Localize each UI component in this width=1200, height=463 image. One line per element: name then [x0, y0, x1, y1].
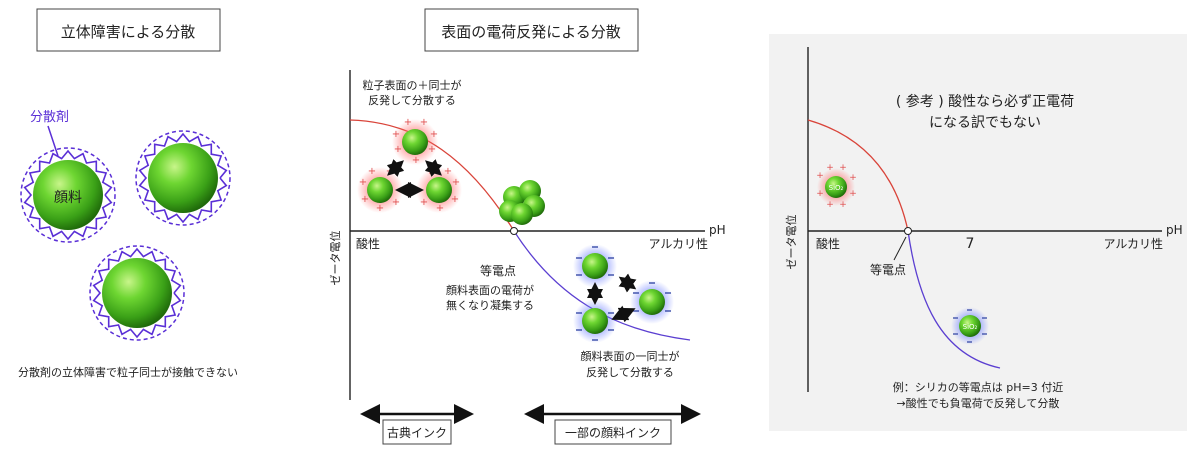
dispersant-label: 分散剤 [30, 109, 69, 125]
svg-text:+: + [826, 200, 834, 210]
svg-text:+: + [816, 171, 824, 181]
svg-text:+: + [420, 197, 428, 208]
svg-text:+: + [361, 194, 369, 205]
svg-text:+: + [376, 203, 384, 214]
svg-text:+: + [436, 203, 444, 214]
steric-particle-1: 顔料 [20, 147, 116, 243]
steric-particle-2 [135, 130, 231, 226]
panel3-iep-label: 等電点 [870, 263, 906, 277]
negative-note-line2: 反発して分散する [586, 365, 674, 379]
steric-particle-3 [89, 245, 185, 341]
svg-text:+: + [839, 163, 847, 173]
svg-text:+: + [368, 166, 376, 177]
pigment-label: 顔料 [54, 190, 82, 206]
negative-particles [573, 244, 674, 343]
minus-signs [576, 246, 671, 341]
svg-text:+: + [816, 189, 824, 199]
positive-particles: ++++ +++ ++++++ ++++++ [357, 117, 462, 214]
panel2-title-box [424, 8, 639, 52]
panel2-alkaline-label: アルカリ性 [648, 237, 708, 251]
panel2-iep-label: 等電点 [480, 264, 516, 278]
svg-text:+: + [826, 163, 834, 173]
svg-text:+: + [392, 197, 400, 208]
panel2-y-axis-label: ゼータ電位 [328, 231, 342, 286]
svg-text:+: + [420, 117, 428, 128]
panel1-title-box [36, 8, 221, 52]
classic-ink-box [382, 419, 452, 445]
svg-text:+: + [394, 144, 402, 155]
svg-text:+: + [451, 194, 459, 205]
panel3-title-line1: ( 参考 ) 酸性なら必ず正電荷 [896, 93, 1074, 110]
panel3-x-axis-label: pH [1166, 223, 1183, 237]
svg-text:+: + [849, 173, 857, 183]
panel3-curve-positive [807, 119, 909, 232]
panel-steric: 立体障害による分散 分散剤 顔料 分散剤の立体障害で粒子同士が接触できない [18, 8, 238, 379]
panel3-iep-pointer [893, 236, 907, 261]
svg-text:+: + [412, 155, 420, 166]
panel3-title-line2: になる訳でもない [929, 115, 1041, 131]
positive-note-line2: 反発して分散する [368, 93, 456, 107]
silica-negative: SiO₂ [951, 307, 989, 345]
some-ink-label: 一部の顔料インク [565, 425, 661, 440]
panel3-note-line2: →酸性でも負電荷で反発して分散 [897, 396, 1060, 410]
panel3-note-line1: 例：シリカの等電点は pH=3 付近 [893, 380, 1063, 394]
panel1-title: 立体障害による分散 [61, 23, 196, 41]
panel-reference: ゼータ電位 pH 酸性 アルカリ性 7 ( 参考 ) 酸性なら必ず正電荷 になる… [769, 34, 1187, 431]
silica-negative-label: SiO₂ [963, 323, 978, 331]
positive-note-line1: 粒子表面の＋同士が [363, 78, 462, 92]
plus-signs: ++++ +++ ++++++ ++++++ [359, 117, 460, 214]
panel3-curve-negative [907, 230, 1001, 369]
classic-ink-label: 古典インク [387, 425, 447, 440]
panel-charge: 表面の電荷反発による分散 ゼータ電位 pH 酸性 アルカリ性 粒子表面の＋同士が… [328, 8, 726, 445]
svg-text:+: + [839, 200, 847, 210]
panel2-acidic-label: 酸性 [356, 236, 380, 251]
svg-text:+: + [392, 129, 400, 140]
svg-text:+: + [359, 177, 367, 188]
panel1-caption: 分散剤の立体障害で粒子同士が接触できない [18, 365, 238, 379]
svg-text:+: + [849, 189, 857, 199]
panel2-title: 表面の電荷反発による分散 [441, 23, 621, 41]
svg-text:+: + [430, 129, 438, 140]
dispersant-pointer [47, 125, 59, 157]
panel2-curve-positive [349, 119, 515, 232]
some-ink-box [554, 419, 672, 445]
panel3-iep-marker [904, 227, 912, 235]
panel3-acidic-label: 酸性 [816, 236, 840, 251]
svg-text:+: + [404, 117, 412, 128]
svg-text:+: + [428, 144, 436, 155]
aggregated-cluster [499, 180, 545, 225]
panel2-x-axis-label: pH [709, 223, 726, 237]
svg-text:+: + [452, 177, 460, 188]
negative-note-line1: 顔料表面の一同士が [581, 349, 680, 363]
silica-positive-label: SiO₂ [829, 184, 844, 192]
silica-positive: SiO₂ ++++ ++++ [816, 163, 857, 210]
panel3-background [769, 34, 1187, 431]
iep-note-line1: 顔料表面の電荷が [446, 283, 534, 297]
panel2-iep-marker [510, 227, 518, 235]
panel3-y-axis-label: ゼータ電位 [784, 215, 798, 270]
panel3-alkaline-label: アルカリ性 [1103, 237, 1163, 251]
svg-text:+: + [444, 166, 452, 177]
panel3-tick-7: 7 [966, 236, 975, 252]
iep-note-line2: 無くなり凝集する [446, 298, 534, 312]
